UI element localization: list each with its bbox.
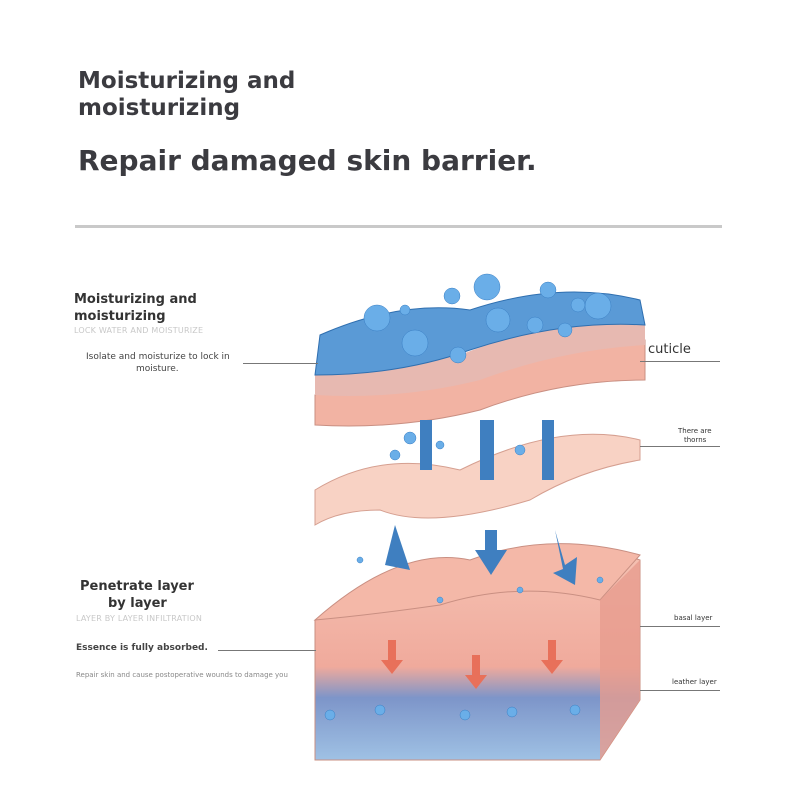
divider bbox=[75, 225, 722, 228]
thorns-label-2: thorns bbox=[684, 436, 707, 444]
leather-label: leather layer bbox=[672, 678, 717, 686]
page-subtitle: Repair damaged skin barrier. bbox=[78, 144, 537, 177]
leader-line bbox=[640, 361, 720, 362]
page-title: Moisturizing and moisturizing bbox=[78, 68, 296, 121]
cuticle-layer bbox=[314, 291, 646, 427]
essence-desc: Essence is fully absorbed. bbox=[76, 643, 208, 653]
moisturizing-caption: LOCK WATER AND MOISTURIZE bbox=[74, 326, 204, 335]
penetrate-heading-2: by layer bbox=[108, 596, 167, 611]
moisturizing-desc-2: moisture. bbox=[136, 364, 179, 374]
spinous-layer bbox=[314, 433, 641, 526]
penetration-arrows bbox=[385, 420, 577, 585]
leader-line bbox=[640, 446, 720, 447]
basal-block bbox=[313, 543, 641, 761]
cuticle-label: cuticle bbox=[648, 342, 691, 357]
water-droplets bbox=[324, 273, 612, 721]
penetrate-heading-1: Penetrate layer bbox=[80, 579, 194, 594]
thorns-label-1: There are bbox=[678, 427, 712, 435]
basal-label: basal layer bbox=[674, 614, 713, 622]
moisturizing-heading: Moisturizing and moisturizing bbox=[74, 292, 197, 324]
leader-line bbox=[640, 626, 720, 627]
leader-line bbox=[243, 363, 318, 364]
penetrate-caption: LAYER BY LAYER INFILTRATION bbox=[76, 614, 203, 623]
leader-line bbox=[218, 650, 316, 651]
leader-line bbox=[640, 690, 720, 691]
red-arrows bbox=[381, 640, 563, 689]
repair-note: Repair skin and cause postoperative woun… bbox=[76, 671, 288, 679]
moisturizing-desc-1: Isolate and moisturize to lock in bbox=[86, 352, 230, 362]
